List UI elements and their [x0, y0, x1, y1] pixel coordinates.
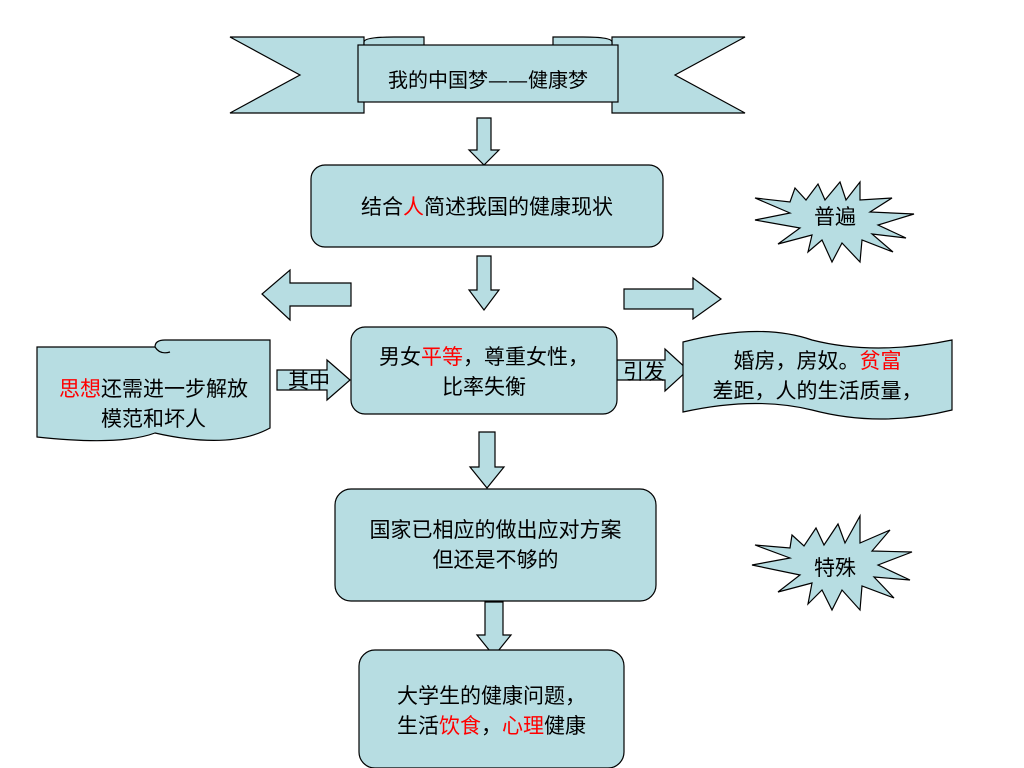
ribbon-left-tail: [229, 36, 365, 114]
ribbon-right-tail: [611, 36, 746, 114]
left-banner-highlight: 思想: [59, 377, 101, 401]
arrow-down-3: [468, 431, 506, 489]
burst-2: [751, 513, 913, 612]
arrow-down-4: [475, 601, 513, 657]
box-4-highlight-2: 心理: [502, 714, 544, 738]
box-4-line-1: 大学生的健康问题，: [397, 684, 586, 708]
box-2-highlight: 平等: [421, 345, 463, 369]
left-banner-line-2: 模范和坏人: [101, 407, 206, 431]
box-1-highlight: 人: [403, 195, 424, 219]
right-banner-highlight: 贫富: [859, 349, 902, 373]
arrow-down-1: [467, 117, 501, 166]
box-1-text: 结合人简述我国的健康现状: [311, 192, 663, 222]
left-banner-post: 还需进一步解放: [101, 377, 248, 401]
box-3: [334, 488, 657, 602]
box-1-pre: 结合: [361, 195, 403, 219]
box-3-line-1: 国家已相应的做出应对方案: [369, 518, 622, 542]
left-scroll-banner: [36, 339, 271, 442]
arrow-left-label-shape: [276, 358, 351, 402]
box-4-mid: ，: [481, 714, 502, 738]
arrow-right-label: 引发: [623, 360, 665, 384]
burst-1: [754, 180, 915, 264]
box-4: [358, 649, 625, 768]
burst-2-label: 特殊: [814, 556, 856, 580]
title-banner: [229, 36, 746, 114]
box-2-line-2: 比率失衡: [442, 375, 526, 399]
left-banner-line-1: 思想还需进一步解放: [37, 374, 270, 404]
box-2-line-1: 男女平等，尊重女性，: [351, 342, 617, 372]
arrow-right-label-shape: [616, 347, 689, 393]
burst-1-label: 普遍: [814, 205, 856, 229]
arrow-left-outer: [261, 268, 352, 322]
box-3-line-2: 但还是不够的: [432, 548, 559, 572]
box-4-pre: 生活: [397, 714, 439, 738]
right-banner-pre: 婚房，房奴。: [733, 349, 860, 373]
box-1: [310, 164, 664, 248]
box-1-post: 简述我国的健康现状: [424, 195, 613, 219]
right-banner-line-1: 婚房，房奴。贫富: [683, 346, 952, 376]
right-banner-line-2: 差距，人的生活质量，: [712, 379, 923, 403]
box-4-post: 健康: [544, 714, 586, 738]
right-wave-banner: [682, 330, 953, 420]
box-4-line-2: 生活饮食，心理健康: [359, 711, 624, 741]
box-2-post: ，尊重女性，: [463, 345, 589, 369]
box-4-highlight-1: 饮食: [439, 714, 481, 738]
title-text: 我的中国梦——健康梦: [388, 68, 588, 92]
box-2-pre: 男女: [379, 345, 421, 369]
arrow-left-label: 其中: [288, 369, 330, 393]
arrow-down-2: [467, 255, 501, 311]
arrow-right-outer: [623, 276, 723, 321]
box-2: [350, 326, 618, 415]
ribbon-center: [357, 44, 619, 103]
